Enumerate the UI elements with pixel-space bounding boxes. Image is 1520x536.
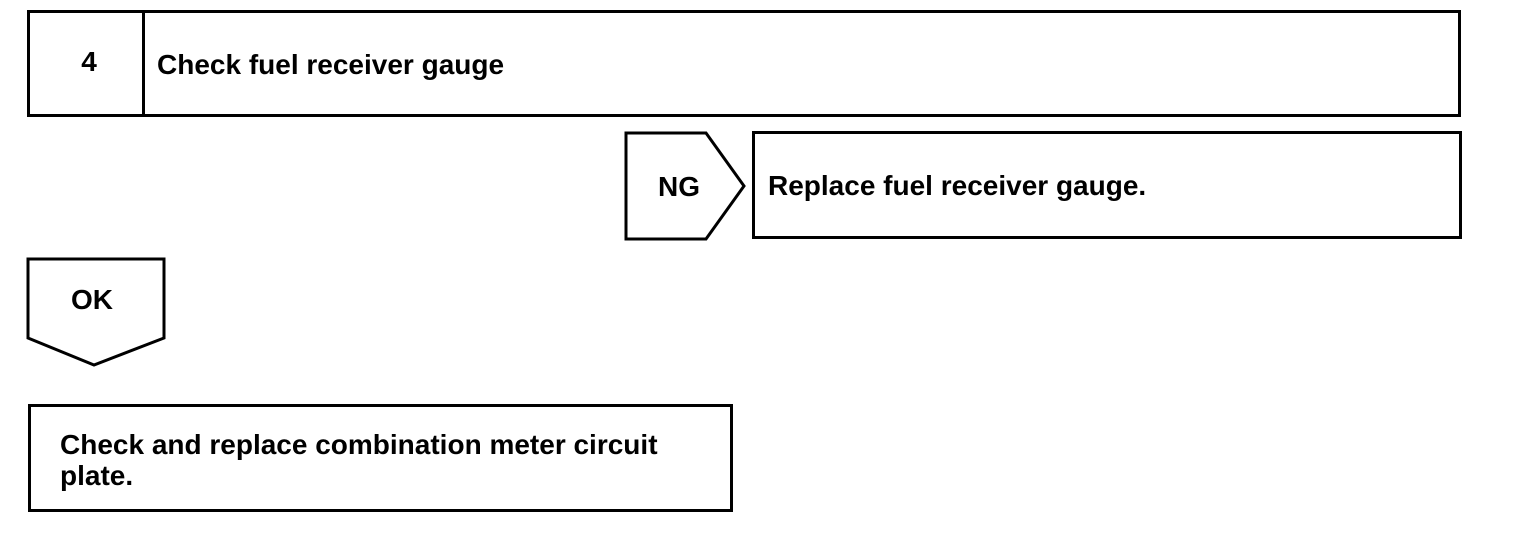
ng-action-box: Replace fuel receiver gauge. [752,131,1462,239]
step-title: Check fuel receiver gauge [157,49,505,80]
ng-action-text: Replace fuel receiver gauge. [768,170,1147,201]
ng-label: NG [658,171,700,202]
step-box: 4 Check fuel receiver gauge [27,10,1461,117]
ok-label: OK [71,284,113,315]
step-divider [142,13,145,114]
ok-action-text: Check and replace combination meter circ… [60,429,658,491]
step-number: 4 [81,46,97,77]
ok-action-box: Check and replace combination meter circ… [28,404,733,512]
